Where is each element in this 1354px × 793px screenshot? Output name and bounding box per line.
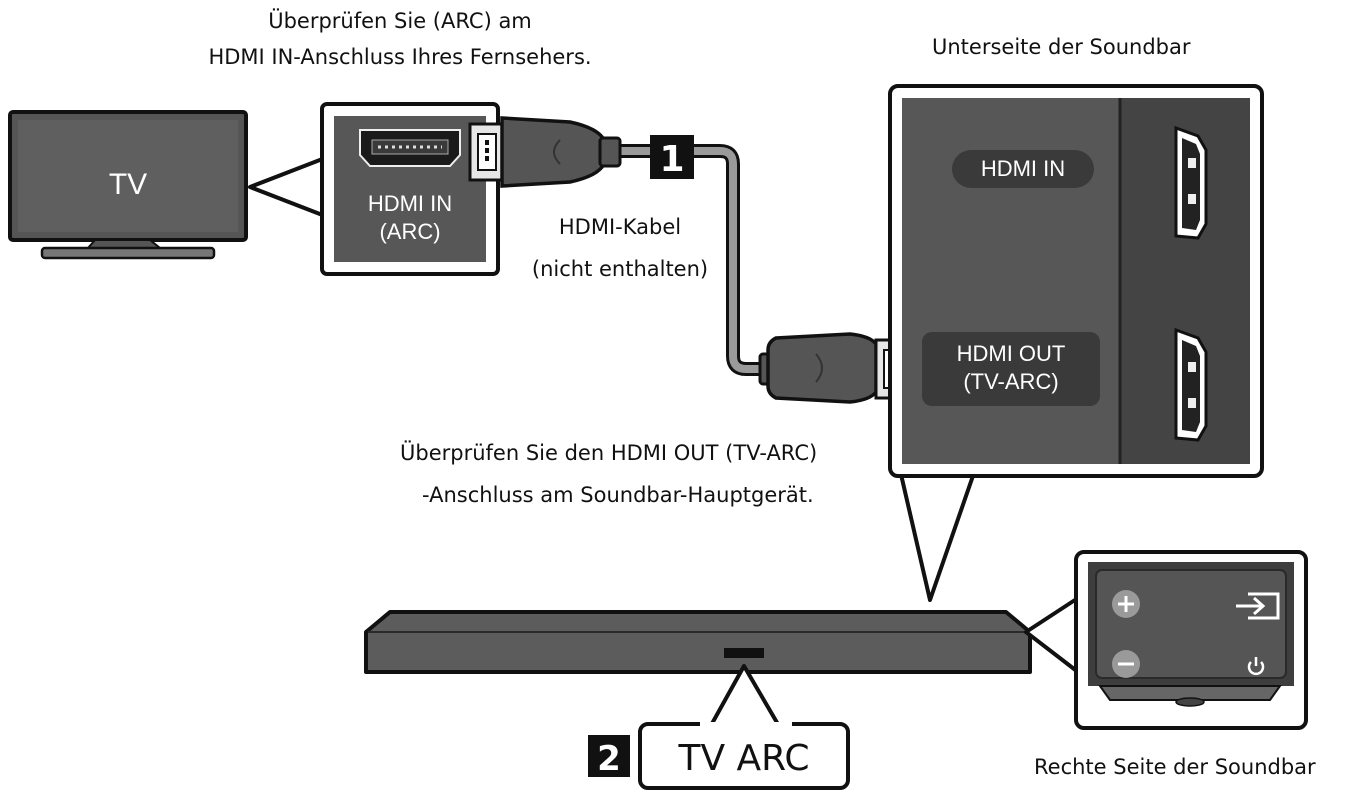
soundbar-hdmi-out-label-line1: HDMI OUT <box>956 341 1066 366</box>
hdmi-in-label-pill <box>952 150 1094 188</box>
soundbar-hdmi-out-label-line2: (TV-ARC) <box>963 369 1059 394</box>
soundbar-check-caption-line2: -Anschluss am Soundbar-Hauptgerät. <box>422 483 814 507</box>
tv-callout-pointer <box>248 156 327 218</box>
minus-icon[interactable] <box>1112 650 1140 678</box>
soundbar-display-window <box>724 648 764 658</box>
soundbar-hdmi-in-label: HDMI IN <box>980 156 1066 181</box>
step-2-badge <box>588 735 630 777</box>
tv-port-label-line1: HDMI IN <box>367 191 453 216</box>
soundbar-check-caption-line1: Überprüfen Sie den HDMI OUT (TV-ARC) <box>400 441 818 465</box>
soundbar-right-panel <box>1074 550 1308 730</box>
display-text: TV ARC <box>677 738 809 779</box>
power-icon[interactable] <box>1247 657 1265 676</box>
step-1-badge <box>650 135 694 179</box>
tv-port-panel <box>320 102 500 276</box>
right-side-callout-pointer <box>1024 596 1080 674</box>
source-input-icon[interactable] <box>1236 592 1280 620</box>
hdmi-plug-tv-icon <box>468 116 622 188</box>
plus-icon[interactable] <box>1112 590 1140 618</box>
soundbar-check-caption: Überprüfen Sie den HDMI OUT (TV-ARC) -An… <box>400 438 817 510</box>
hdmi-socket-icon <box>359 129 461 167</box>
step-1-number: 1 <box>659 139 684 180</box>
soundbar-bottom-callout-pointer <box>898 468 977 602</box>
tv-port-label-line2: (ARC) <box>379 219 441 244</box>
tv-label: TV <box>109 168 147 201</box>
cable-caption-line1: HDMI-Kabel <box>558 215 682 239</box>
soundbar-bottom-caption: Unterseite der Soundbar <box>932 35 1191 59</box>
hdmi-out-label-box <box>922 332 1100 406</box>
tv-check-caption: Überprüfen Sie (ARC) am HDMI IN-Anschlus… <box>160 6 640 72</box>
tv-icon <box>8 110 248 260</box>
hdmi-cable-outline <box>608 144 782 376</box>
step-2-number: 2 <box>597 739 621 779</box>
tv-check-caption-line1: Überprüfen Sie (ARC) am <box>268 9 532 33</box>
hdmi-in-socket-icon <box>1174 125 1208 240</box>
soundbar-icon <box>364 610 1032 674</box>
cable-caption: HDMI-Kabel (nicht enthalten) <box>500 212 740 284</box>
soundbar-right-caption: Rechte Seite der Soundbar <box>1034 755 1316 779</box>
cable-caption-line2: (nicht enthalten) <box>531 257 709 281</box>
hdmi-out-socket-icon <box>1174 327 1208 442</box>
tv-port-label: HDMI IN (ARC) <box>334 190 486 246</box>
tv-check-caption-line2: HDMI IN-Anschluss Ihres Fernsehers. <box>208 45 592 69</box>
soundbar-hdmi-out-label: HDMI OUT (TV-ARC) <box>922 340 1100 396</box>
soundbar-bottom-panel <box>888 84 1264 478</box>
hdmi-cable <box>611 147 779 373</box>
